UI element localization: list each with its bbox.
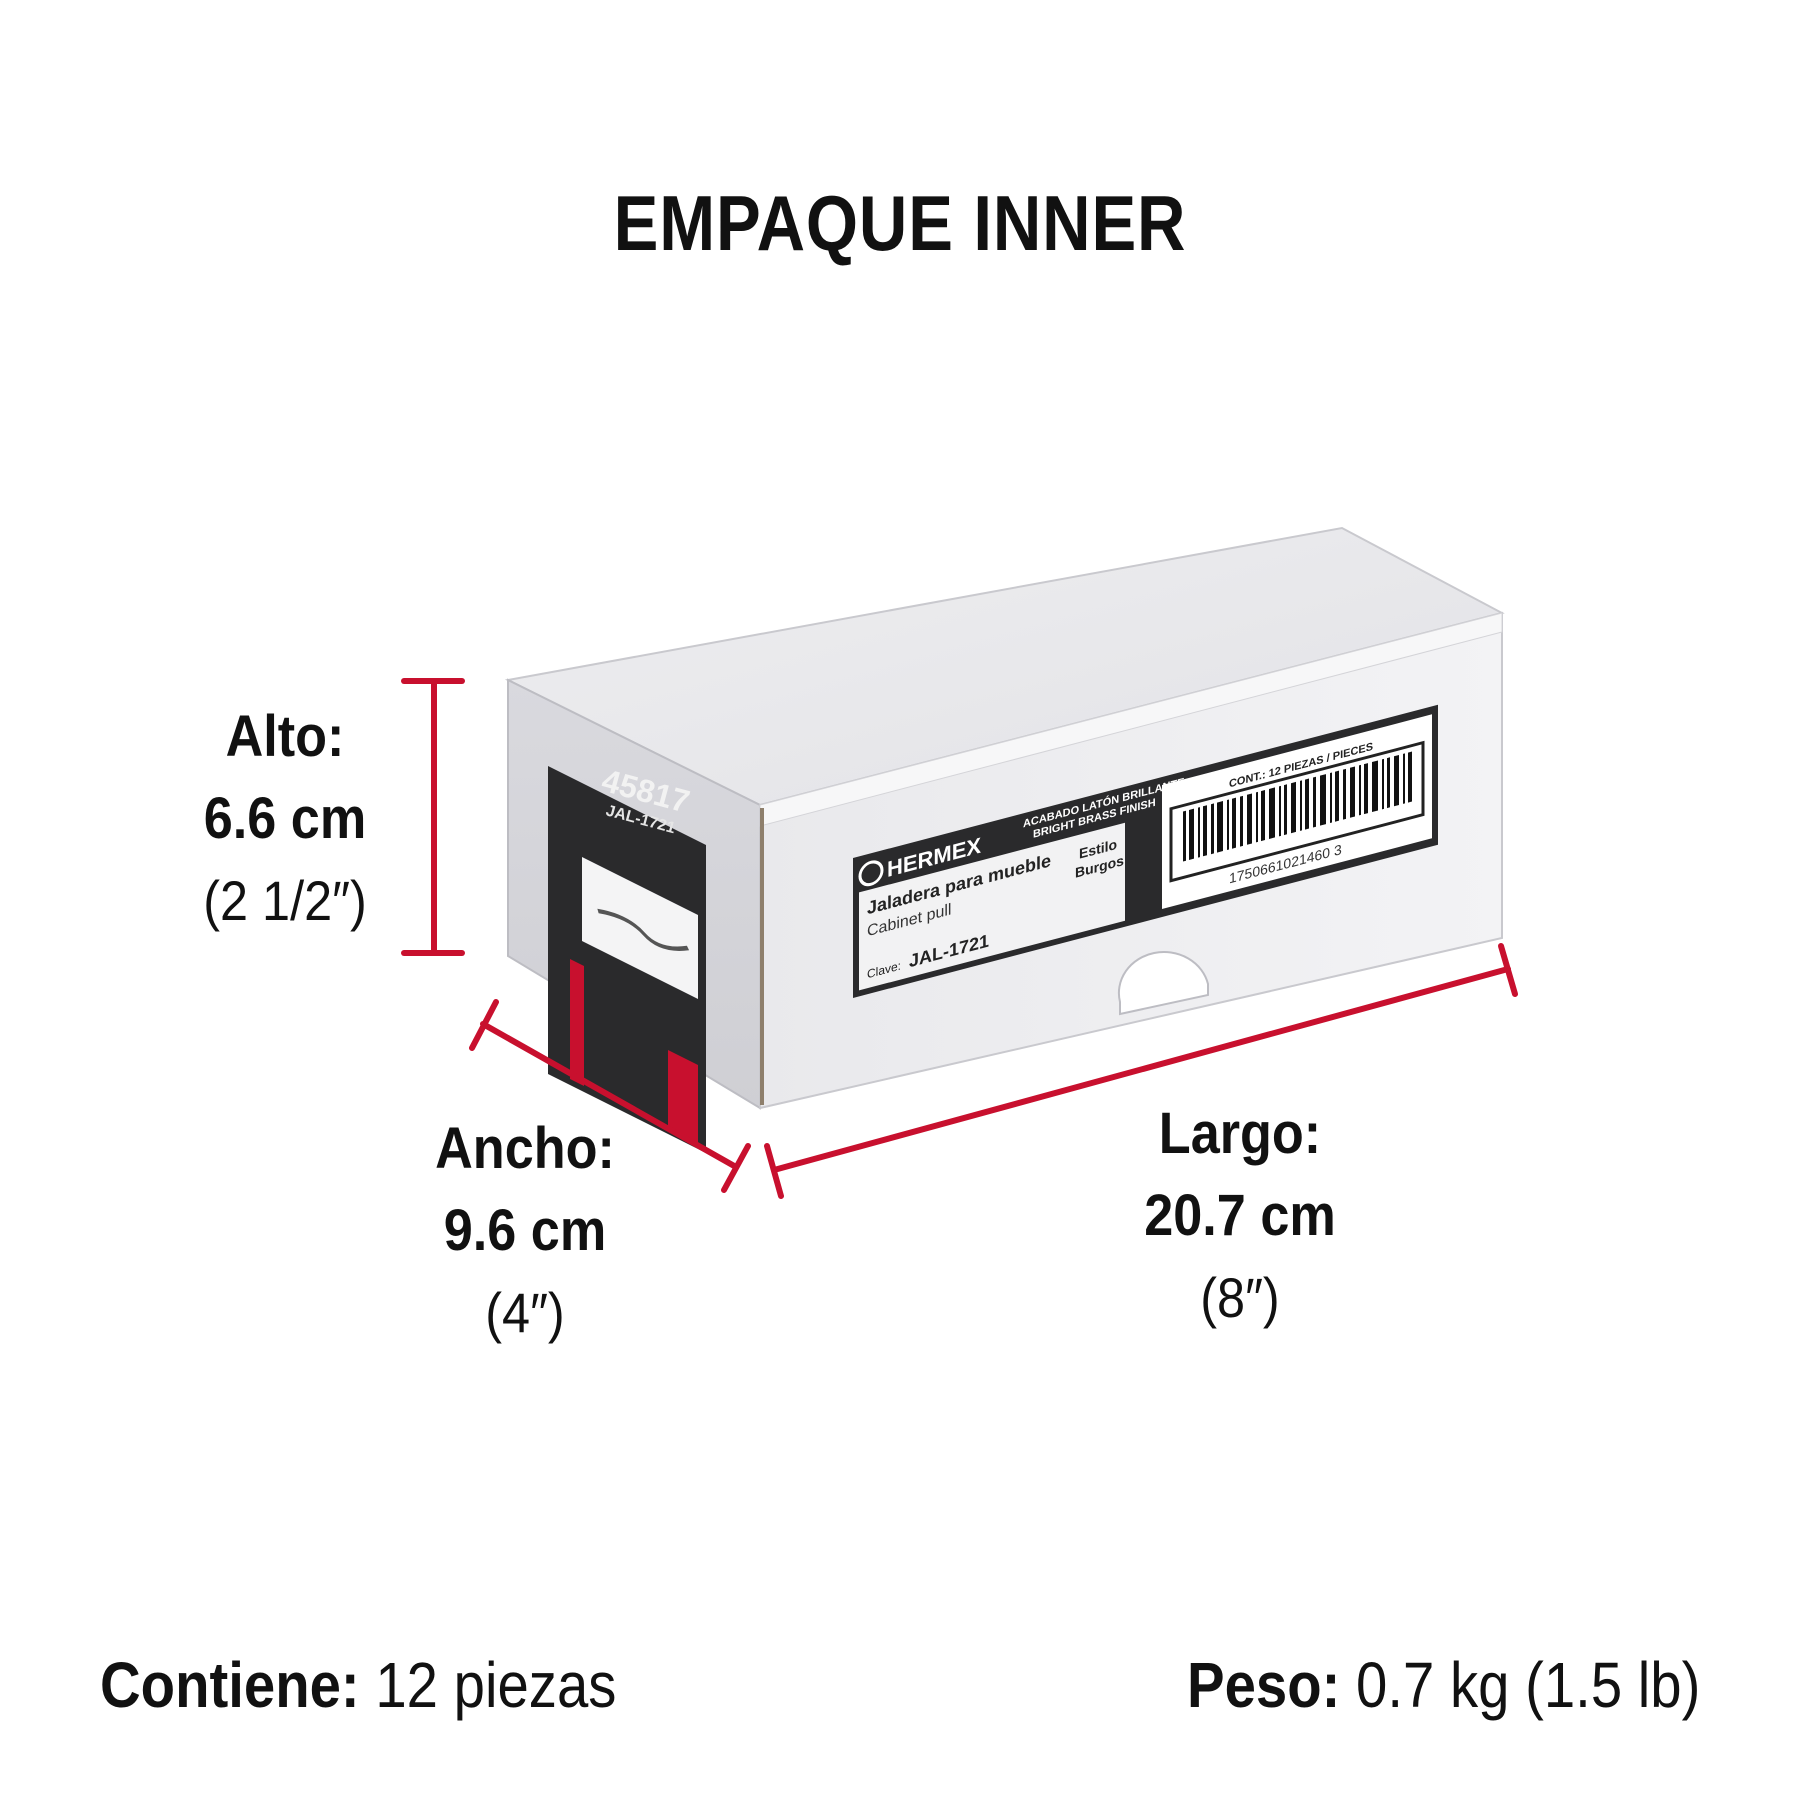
side-label (548, 766, 706, 1153)
dimension-lines (401, 678, 1518, 1199)
weight-info: Peso: 0.7 kg (1.5 lb) (1187, 1648, 1700, 1722)
ancho-dimension-line (469, 999, 751, 1193)
alto-label: Alto: (225, 704, 345, 769)
peso-label: Peso: (1186, 1649, 1340, 1721)
ancho-imperial: (4″) (485, 1281, 565, 1344)
ancho-value: 9.6 cm (443, 1198, 607, 1263)
largo-label: Largo: (1158, 1101, 1322, 1166)
alto-dimension-line (401, 678, 465, 956)
ancho-label: Ancho: (435, 1116, 615, 1181)
largo-dimension-line (764, 943, 1518, 1199)
contiene-label: Contiene: (100, 1649, 360, 1721)
thumb-notch (1117, 951, 1209, 1016)
alto-value: 6.6 cm (203, 786, 367, 851)
largo-imperial: (8″) (1200, 1266, 1280, 1329)
contiene-value: 12 piezas (375, 1649, 617, 1721)
page-title: EMPAQUE INNER (613, 179, 1187, 267)
contents-info: Contiene: 12 piezas (100, 1648, 616, 1722)
peso-value: 0.7 kg (1.5 lb) (1355, 1649, 1700, 1721)
barcode (1183, 751, 1412, 862)
alto-imperial: (2 1/2″) (203, 869, 367, 932)
largo-value: 20.7 cm (1144, 1183, 1336, 1248)
largo-text: Largo: 20.7 cm (8″) (1114, 1093, 1366, 1339)
alto-text: Alto: 6.6 cm (2 1/2″) (177, 696, 393, 942)
ancho-text: Ancho: 9.6 cm (4″) (408, 1108, 642, 1354)
brand-logo-icon (858, 860, 884, 887)
